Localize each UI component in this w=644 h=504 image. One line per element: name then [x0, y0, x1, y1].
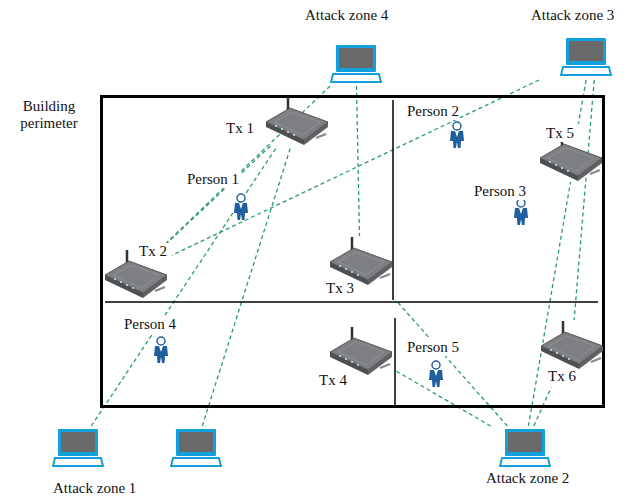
laptop-icon — [560, 37, 612, 77]
laptop-icon — [499, 428, 551, 468]
person: Person 5 — [406, 338, 468, 390]
node-label: Person 5 — [406, 339, 460, 356]
person-icon — [232, 193, 250, 221]
node-label: Tx 5 — [545, 125, 575, 142]
attack-zone: Attack zone 1 — [46, 426, 222, 500]
node-label: Attack zone 1 — [52, 480, 137, 497]
signal-path — [172, 80, 539, 255]
node-label: Tx 1 — [225, 120, 255, 137]
transmitter: Tx 2 — [102, 243, 172, 299]
building-perimeter: Building perimeterTx 1Person 1Person 2Tx… — [100, 95, 605, 408]
node-label: Building perimeter — [12, 98, 86, 133]
wall — [394, 318, 396, 406]
node-label: Attack zone 4 — [304, 7, 389, 24]
node-label: Attack zone 2 — [485, 470, 570, 487]
person: Person 4 — [123, 315, 183, 365]
person-icon — [427, 360, 445, 388]
wall — [392, 100, 394, 300]
signal-path — [357, 86, 360, 236]
node-label: Person 2 — [406, 103, 460, 120]
transmitter: Tx 1 — [222, 96, 332, 146]
transmitter: Tx 5 — [536, 124, 604, 182]
laptop-icon — [52, 428, 104, 468]
node-label: Tx 4 — [318, 372, 348, 389]
node-label: Tx 3 — [325, 280, 355, 297]
attack-zone: Attack zone 3 — [528, 6, 640, 80]
signal-path — [91, 146, 277, 426]
node-label: Tx 2 — [138, 243, 168, 260]
laptop-icon — [170, 428, 222, 468]
node-label: Person 3 — [473, 183, 527, 200]
transmitter: Tx 4 — [316, 326, 394, 392]
attack-zone: Attack zone 4 — [300, 6, 408, 86]
person-icon — [152, 336, 170, 364]
signal-path — [394, 370, 491, 426]
person-icon — [448, 121, 466, 149]
transmitter: Tx 3 — [322, 236, 396, 300]
signal-path — [167, 146, 270, 243]
person: Person 3 — [473, 182, 535, 228]
router-icon — [264, 96, 330, 146]
person: Person 1 — [186, 170, 252, 222]
router-icon — [328, 236, 394, 286]
router-icon — [539, 320, 605, 370]
router-icon — [328, 326, 394, 376]
node-label: Person 4 — [123, 316, 177, 333]
person-icon — [512, 198, 530, 226]
attack-zone: Attack zone 2 — [482, 426, 588, 494]
transmitter: Tx 6 — [540, 320, 604, 387]
wall — [105, 301, 598, 303]
node-label: Tx 6 — [547, 368, 577, 385]
signal-path — [578, 80, 586, 124]
node-label: Person 1 — [186, 171, 240, 188]
node-label: Attack zone 3 — [530, 7, 615, 24]
signal-path — [574, 80, 594, 320]
signal-path — [529, 182, 571, 426]
person: Person 2 — [406, 102, 468, 150]
laptop-icon — [330, 44, 382, 84]
